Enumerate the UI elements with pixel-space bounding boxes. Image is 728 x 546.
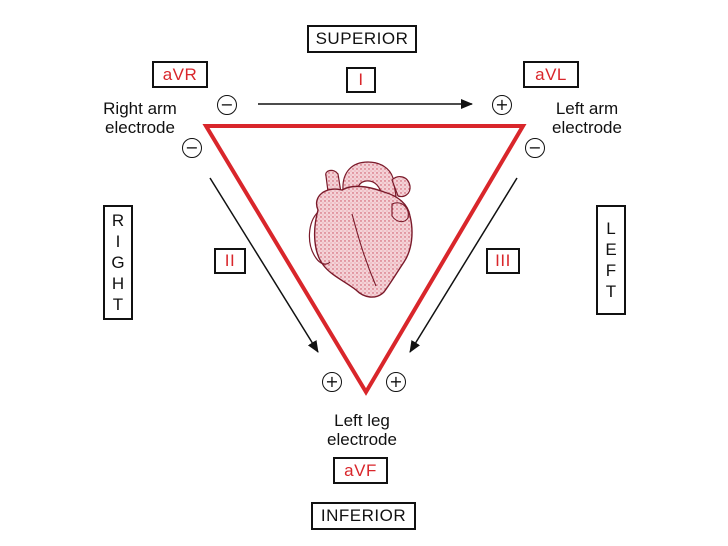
right-letter: T xyxy=(112,295,124,314)
heart-illustration-icon xyxy=(308,161,413,298)
right-letter: H xyxy=(111,274,125,293)
left-leg-positive-sign-lead3: + xyxy=(386,372,406,392)
left-arm-positive-sign-lead1: + xyxy=(492,95,512,115)
left-letter: L xyxy=(606,219,616,238)
right-letter: I xyxy=(115,232,121,251)
left-arm-line1: Left arm xyxy=(555,99,619,118)
lead-2-arrow xyxy=(209,177,319,353)
left-arm-negative-sign-lead3: − xyxy=(525,138,545,158)
avr-lead-label: aVR xyxy=(152,61,208,88)
inferior-label: INFERIOR xyxy=(311,502,416,530)
left-letter: T xyxy=(605,282,617,301)
lead-3-arrow xyxy=(409,177,518,353)
left-letter: E xyxy=(605,240,617,259)
right-arm-negative-sign-lead1: − xyxy=(217,95,237,115)
superior-label: SUPERIOR xyxy=(307,25,417,53)
left-leg-line2: electrode xyxy=(327,430,397,449)
left-arm-electrode-label: Left arm electrode xyxy=(541,99,633,137)
right-arm-negative-sign-lead2: − xyxy=(182,138,202,158)
lead-1-label: I xyxy=(346,67,376,93)
left-leg-positive-sign-lead2: + xyxy=(322,372,342,392)
right-letter: G xyxy=(111,253,125,272)
right-arm-line1: Right arm xyxy=(103,99,177,118)
left-leg-electrode-label: Left leg electrode xyxy=(318,411,406,449)
avf-lead-label: aVF xyxy=(333,457,388,484)
right-arm-electrode-label: Right arm electrode xyxy=(90,99,190,137)
right-label: R I G H T xyxy=(103,205,133,320)
einthoven-triangle xyxy=(202,124,527,396)
lead-3-label: III xyxy=(486,248,520,274)
left-leg-line1: Left leg xyxy=(334,411,390,430)
avl-lead-label: aVL xyxy=(523,61,579,88)
right-letter: R xyxy=(111,211,125,230)
left-letter: F xyxy=(605,261,617,280)
left-label: L E F T xyxy=(596,205,626,315)
left-arm-line2: electrode xyxy=(552,118,622,137)
right-arm-line2: electrode xyxy=(105,118,175,137)
lead-2-label: II xyxy=(214,248,246,274)
